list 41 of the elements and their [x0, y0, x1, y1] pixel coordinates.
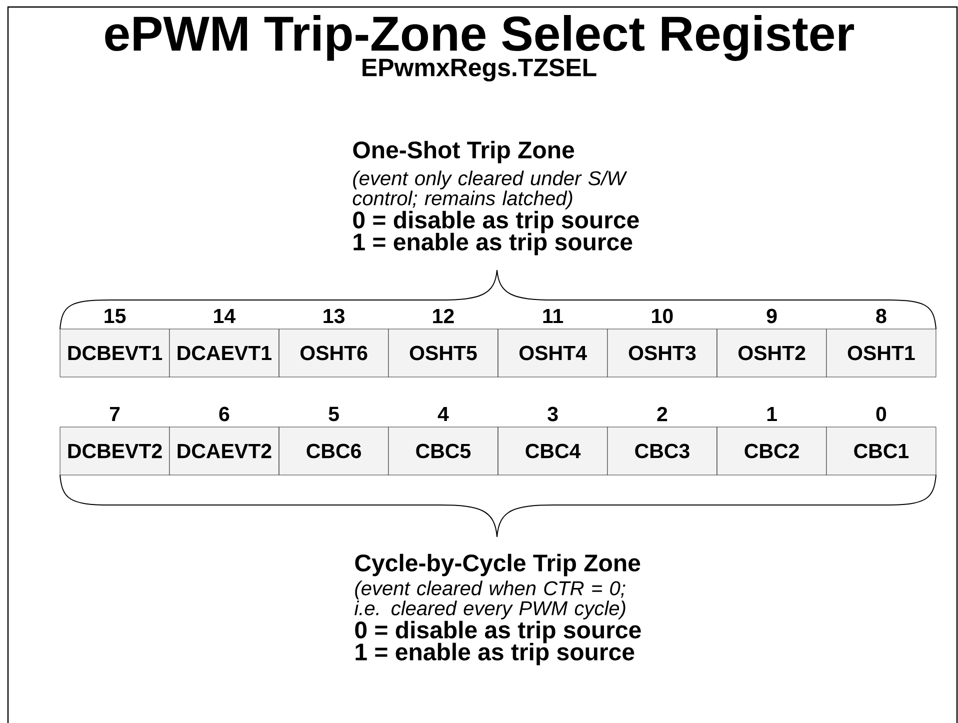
register-cell: OSHT5	[388, 328, 498, 378]
bit-number: 2	[657, 406, 668, 422]
bit-number: 0	[876, 406, 886, 422]
note-heading: One-Shot Trip Zone	[353, 140, 574, 164]
register-cell: DCAEVT1	[169, 328, 280, 378]
bit-number: 7	[110, 406, 120, 422]
register-cell: CBC6	[278, 426, 389, 476]
register-cell: OSHT4	[498, 328, 608, 378]
register-cell: CBC3	[607, 426, 718, 476]
bit-number: 14	[214, 308, 236, 324]
bit-number: 3	[548, 406, 558, 422]
bit-number: 1	[767, 406, 777, 422]
register-cell: CBC1	[826, 426, 936, 476]
register-cell: OSHT3	[607, 328, 718, 378]
bit-number: 8	[876, 308, 886, 324]
bit-number: 10	[652, 308, 673, 324]
register-cell: CBC2	[716, 426, 827, 476]
bit-number: 9	[766, 308, 777, 324]
bit-number: 11	[543, 308, 564, 324]
bit-number: 12	[433, 308, 454, 324]
register-cell: CBC4	[498, 426, 608, 476]
note-text: 1 = enable as trip source	[354, 232, 632, 256]
bit-number: 5	[328, 406, 339, 422]
register-cell: OSHT6	[278, 328, 389, 378]
bit-number: 6	[219, 406, 230, 422]
bit-number: 13	[324, 308, 344, 324]
register-cell: OSHT2	[716, 328, 827, 378]
register-cell: DCAEVT2	[169, 426, 280, 476]
note-text: (event cleared when CTR = 0; i.e. cleared every PWM cycle)	[354, 580, 626, 620]
bit-number: 15	[104, 308, 126, 324]
register-cell: DCBEVT1	[60, 328, 170, 378]
note-text: 0 = disable as trip source	[353, 210, 639, 234]
note-text: 0 = disable as trip source	[355, 620, 641, 644]
bit-number: 4	[438, 406, 449, 422]
register-cell: DCBEVT2	[60, 426, 170, 476]
note-text: (event only cleared under S/W control; remains latched)	[352, 170, 628, 210]
note-text: 1 = enable as trip source	[356, 642, 634, 666]
note-heading: Cycle-by-Cycle Trip Zone	[355, 554, 640, 576]
register-cell: CBC5	[388, 426, 498, 476]
register-name: EPwmxRegs.TZSEL	[362, 58, 596, 82]
register-cell: OSHT1	[826, 328, 936, 378]
